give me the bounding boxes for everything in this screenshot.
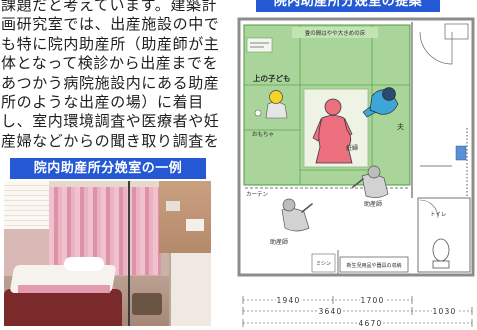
body-line: あつかう病院施設内にある助産 xyxy=(1,73,220,92)
floor-plan: 畳の間はやや大きめの床 トイレ カーテン ミシン 新生児用品や器具の収納 xyxy=(237,17,475,328)
midwife-figure xyxy=(352,165,389,198)
machine-box xyxy=(311,253,336,273)
husband-head xyxy=(382,87,396,101)
body-line: 所のような出産の場）に着目 xyxy=(1,92,204,111)
body-line: 産婦などからの聞き取り調査を xyxy=(1,131,220,150)
body-line: し、室内環境調査や医療者や妊 xyxy=(1,112,220,131)
body-line: 体となって検診から出産までを xyxy=(1,54,219,73)
dimension-3640: 3640 xyxy=(319,307,343,316)
woman-head xyxy=(324,98,342,116)
photo-ceiling xyxy=(49,181,161,188)
midwife-upper-label: 助産師 xyxy=(364,200,382,208)
dimension-label-bg xyxy=(360,295,385,305)
photo-bed-pad xyxy=(18,285,110,293)
midwife-arm xyxy=(301,203,313,213)
plan-caption: 院内助産所分娩室の提案 xyxy=(256,0,440,12)
family-door-box xyxy=(246,37,273,53)
door-swing xyxy=(419,31,453,65)
photo-shelf-item xyxy=(166,201,180,211)
photo-bed-pillow xyxy=(64,257,104,271)
child-head xyxy=(269,90,283,104)
child-body xyxy=(265,101,288,119)
older-child-figure xyxy=(265,90,288,119)
midwife-figure xyxy=(281,198,313,232)
dimension-4670: 4670 xyxy=(359,319,383,328)
dimension-1700: 1700 xyxy=(361,296,385,305)
storage-label: 新生児用品や器具の収納 xyxy=(346,262,401,269)
delivery-room-photo xyxy=(4,181,211,326)
toilet-tank xyxy=(432,260,450,269)
storage-box xyxy=(339,256,409,273)
toilet-door-swing xyxy=(419,199,439,219)
toy-ball-icon xyxy=(254,109,262,117)
body-text: 課題だと考えています。建築計 画研究室では、出産施設の中で も特に院内助産所（助… xyxy=(1,0,227,151)
pregnant-woman-figure xyxy=(312,98,353,164)
woman-body xyxy=(315,115,353,164)
photo-white-cabinet xyxy=(169,253,211,326)
photo-shelf-item xyxy=(186,219,204,231)
midwife-head xyxy=(282,198,296,212)
machine-label: ミシン xyxy=(316,261,331,267)
photo-bed-base xyxy=(4,289,122,326)
note-top-label: 畳の間はやや大きめの床 xyxy=(305,29,366,37)
photo-caption: 院内助産所分娩室の一例 xyxy=(10,158,206,179)
dimension-label-bg xyxy=(432,306,457,316)
pregnant-woman-label: 妊婦 xyxy=(346,144,358,152)
body-line: 課題だと考えています。建築計 xyxy=(1,0,218,14)
toilet-label: トイレ xyxy=(430,212,447,218)
photo-wood-cabinet xyxy=(159,181,211,253)
sink-box xyxy=(444,23,469,40)
shelf-item xyxy=(455,145,467,161)
note-strip xyxy=(292,27,378,38)
midwife-head xyxy=(367,165,381,179)
husband-figure xyxy=(362,87,399,118)
dimension-label-bg xyxy=(318,306,343,316)
midwife-arm xyxy=(352,178,364,188)
toys-label: おもちゃ xyxy=(252,131,274,138)
older-child-label: 上の子ども xyxy=(253,73,291,83)
dimension-1030: 1030 xyxy=(433,307,457,316)
dimension-label-bg xyxy=(276,295,301,305)
photo-stool xyxy=(132,293,162,315)
husband-label: 夫 xyxy=(397,122,404,131)
dimension-label-bg xyxy=(358,318,383,328)
midwife-lower-label: 助産師 xyxy=(270,238,288,246)
toilet-bowl xyxy=(432,238,450,262)
body-line: 画研究室では、出産施設の中で xyxy=(1,15,220,34)
photo-iv-pole xyxy=(128,181,130,326)
curtain-label: カーテン xyxy=(246,191,269,198)
body-line: も特に院内助産所（助産師が主 xyxy=(1,34,220,53)
dimension-1940: 1940 xyxy=(277,296,301,305)
